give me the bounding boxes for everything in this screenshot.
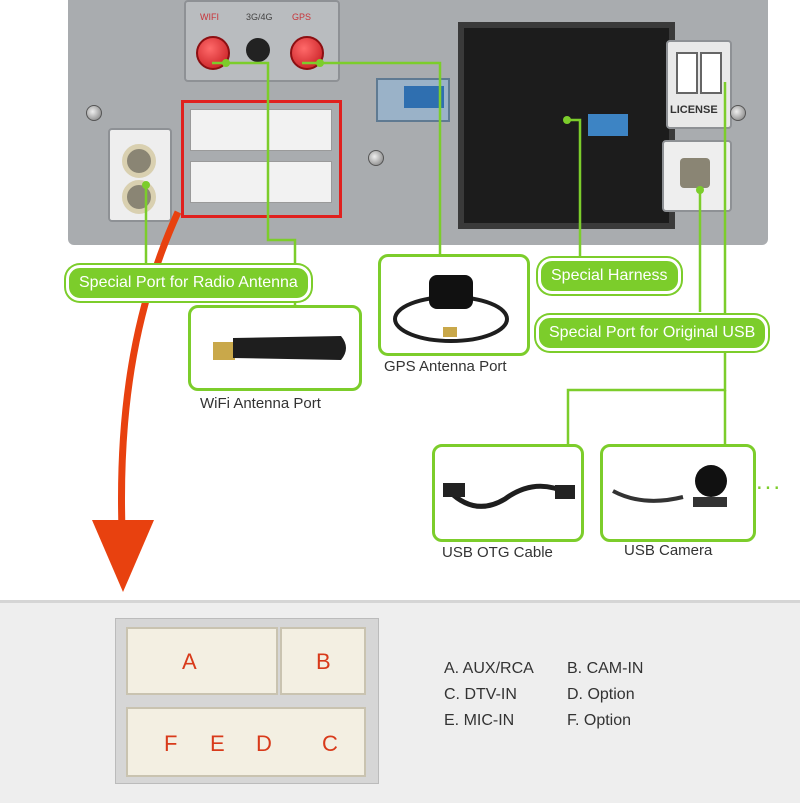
legend-e: E. MIC-IN [444,712,515,729]
dip-switch [376,78,450,122]
legend-b: B. CAM-IN [567,660,644,677]
license-label: LICENSE [670,104,718,116]
special-harness-label: Special Harness [538,258,681,294]
red-arrow-shaft [118,210,182,531]
screw-icon [730,105,746,121]
connector-b [280,627,366,695]
harness-connectors-highlight [181,100,342,218]
wifi-port-label: WIFI [200,12,219,22]
gps-socket [290,36,324,70]
usb-ports: LICENSE [666,40,732,129]
connector-label-e: E [210,731,225,756]
gps-antenna-frame [378,254,530,356]
connector-detail-photo: A B F E D C [115,618,379,784]
head-unit-back-panel: WIFI 3G/4G GPS LICENSE [68,0,768,245]
wifi-antenna-caption: WiFi Antenna Port [200,395,321,412]
screw-icon [368,150,384,166]
red-arrow-head [92,520,154,592]
gps-antenna-caption: GPS Antenna Port [384,358,507,375]
3g4g-socket-hole [246,38,270,62]
usb-camera-caption: USB Camera [624,542,713,559]
connector-label-f: F [164,731,178,756]
radio-antenna-label: Special Port for Radio Antenna [66,265,311,301]
main-harness-port [458,22,675,229]
screw-icon [86,105,102,121]
radio-antenna-socket [108,128,172,222]
gps-port-label: GPS [292,12,312,22]
usb-otg-caption: USB OTG Cable [442,544,553,561]
usb-otg-frame [432,444,584,542]
connector-label-d: D [256,731,272,756]
connector-fedc [126,707,366,777]
legend-a: A. AUX/RCA [444,660,534,677]
legend-c: C. DTV-IN [444,686,517,703]
usb-camera-frame [600,444,756,542]
wifi-antenna-icon [213,336,346,360]
usb-camera-icon [612,465,727,507]
connector-label-a: A [182,649,197,674]
connector-label-c: C [322,731,338,756]
3g4g-port-label: 3G/4G [246,12,273,22]
legend-d: D. Option [567,686,635,703]
connector-label-b: B [316,649,331,674]
legend-f: F. Option [567,712,632,729]
usb-cable-icon [443,483,575,509]
original-usb-label: Special Port for Original USB [536,315,769,351]
more-indicator: ... [756,468,783,495]
original-usb-socket [662,140,732,212]
wifi-antenna-frame [188,305,362,391]
connector-a [126,627,278,695]
gps-antenna-icon [393,275,509,343]
